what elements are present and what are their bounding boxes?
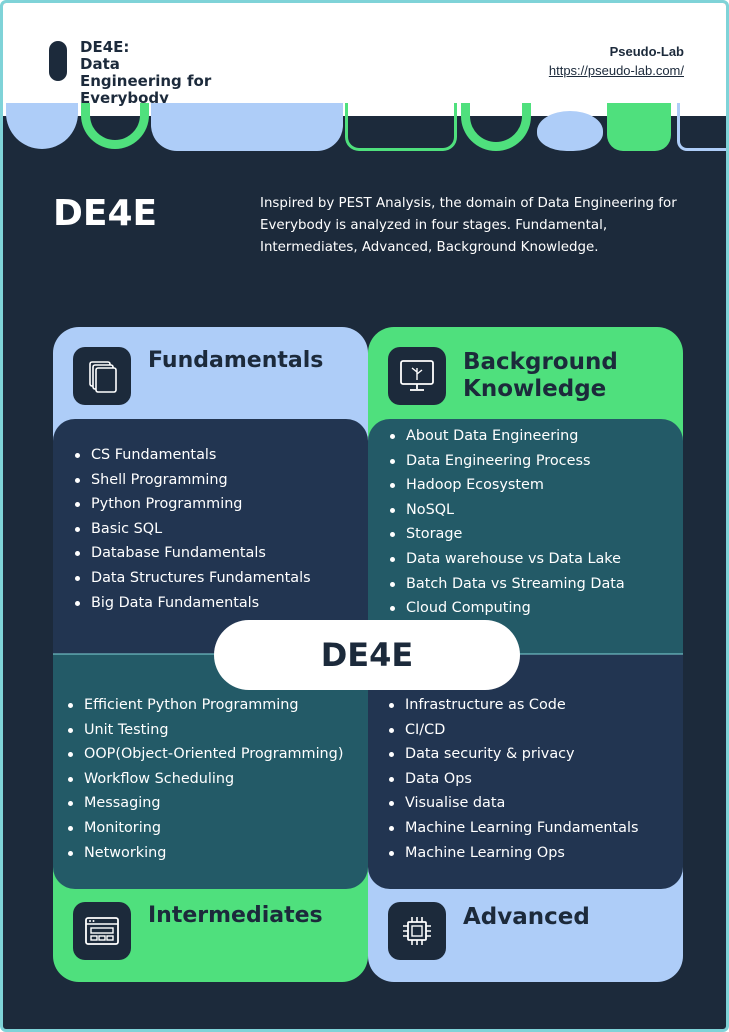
decorative-shape bbox=[345, 103, 457, 151]
quadrant-title: Fundamentals bbox=[148, 348, 324, 373]
monitor-icon bbox=[388, 347, 446, 405]
list-item: Data security & privacy bbox=[386, 742, 639, 767]
topic-list: About Data Engineering Data Engineering … bbox=[387, 424, 625, 621]
list-item: Workflow Scheduling bbox=[65, 767, 343, 792]
list-item: Data Structures Fundamentals bbox=[72, 566, 311, 591]
list-item: OOP(Object-Oriented Programming) bbox=[65, 742, 343, 767]
decorative-shape bbox=[81, 103, 149, 149]
decorative-shape bbox=[6, 103, 78, 149]
quadrant-panel bbox=[368, 419, 683, 654]
list-item: Python Programming bbox=[72, 492, 311, 517]
list-item: Shell Programming bbox=[72, 468, 311, 493]
decorative-shape bbox=[151, 103, 343, 151]
list-item: Monitoring bbox=[65, 816, 343, 841]
header: DE4E: Data Engineering for Everybody Pse… bbox=[3, 3, 726, 116]
list-item: Database Fundamentals bbox=[72, 541, 311, 566]
logo-line: DE4E: bbox=[80, 38, 130, 56]
list-item: Storage bbox=[387, 522, 625, 547]
quadrant-title: Background Knowledge bbox=[463, 349, 618, 403]
org-name: Pseudo-Lab bbox=[609, 44, 684, 59]
quadrant-title: Intermediates bbox=[148, 903, 323, 928]
decorative-shape bbox=[677, 103, 726, 151]
chip-icon bbox=[388, 902, 446, 960]
list-item: Data Engineering Process bbox=[387, 449, 625, 474]
logo-mark bbox=[49, 41, 67, 81]
quadrant-panel bbox=[368, 654, 683, 889]
quadrant-fundamentals: Fundamentals CS Fundamentals Shell Progr… bbox=[53, 327, 368, 654]
decorative-shape bbox=[461, 103, 531, 151]
list-item: Hadoop Ecosystem bbox=[387, 473, 625, 498]
list-item: NoSQL bbox=[387, 498, 625, 523]
center-label: DE4E bbox=[214, 620, 520, 690]
list-item: Machine Learning Ops bbox=[386, 841, 639, 866]
stacked-documents-icon bbox=[73, 347, 131, 405]
quadrant-intermediates: Efficient Python Programming Unit Testin… bbox=[53, 654, 368, 982]
list-item: Big Data Fundamentals bbox=[72, 591, 311, 616]
topic-list: Infrastructure as Code CI/CD Data securi… bbox=[386, 693, 639, 865]
list-item: Cloud Computing bbox=[387, 596, 625, 621]
intro-text: Inspired by PEST Analysis, the domain of… bbox=[260, 196, 677, 255]
topic-list: Efficient Python Programming Unit Testin… bbox=[65, 693, 343, 865]
list-item: Machine Learning Fundamentals bbox=[386, 816, 639, 841]
list-item: Data warehouse vs Data Lake bbox=[387, 547, 625, 572]
quadrant-background-knowledge: Background Knowledge About Data Engineer… bbox=[368, 327, 683, 654]
quadrant-title-line: Background bbox=[463, 349, 618, 375]
topic-list: CS Fundamentals Shell Programming Python… bbox=[72, 443, 311, 615]
list-item: Infrastructure as Code bbox=[386, 693, 639, 718]
list-item: Unit Testing bbox=[65, 718, 343, 743]
list-item: CS Fundamentals bbox=[72, 443, 311, 468]
list-item: Data Ops bbox=[386, 767, 639, 792]
browser-window-icon bbox=[73, 902, 131, 960]
quadrant-panel bbox=[53, 419, 368, 654]
org-link[interactable]: https://pseudo-lab.com/ bbox=[548, 63, 684, 78]
quadrant-advanced: Infrastructure as Code CI/CD Data securi… bbox=[368, 654, 683, 982]
list-item: Efficient Python Programming bbox=[65, 693, 343, 718]
logo-text: DE4E: Data Engineering for Everybody bbox=[80, 39, 250, 107]
list-item: Networking bbox=[65, 841, 343, 866]
logo-line: Data bbox=[80, 55, 120, 73]
list-item: Visualise data bbox=[386, 791, 639, 816]
quadrant-title-line: Knowledge bbox=[463, 376, 607, 402]
quadrant-panel bbox=[53, 654, 368, 889]
list-item: Basic SQL bbox=[72, 517, 311, 542]
list-item: About Data Engineering bbox=[387, 424, 625, 449]
logo-line: Engineering for bbox=[80, 72, 212, 90]
decorative-shape bbox=[607, 103, 671, 151]
decorative-shape bbox=[537, 111, 603, 151]
list-item: Batch Data vs Streaming Data bbox=[387, 572, 625, 597]
quadrant-title: Advanced bbox=[463, 904, 590, 930]
logo-line: Everybody bbox=[80, 89, 169, 107]
list-item: CI/CD bbox=[386, 718, 639, 743]
page-title: DE4E bbox=[53, 193, 158, 234]
list-item: Messaging bbox=[65, 791, 343, 816]
